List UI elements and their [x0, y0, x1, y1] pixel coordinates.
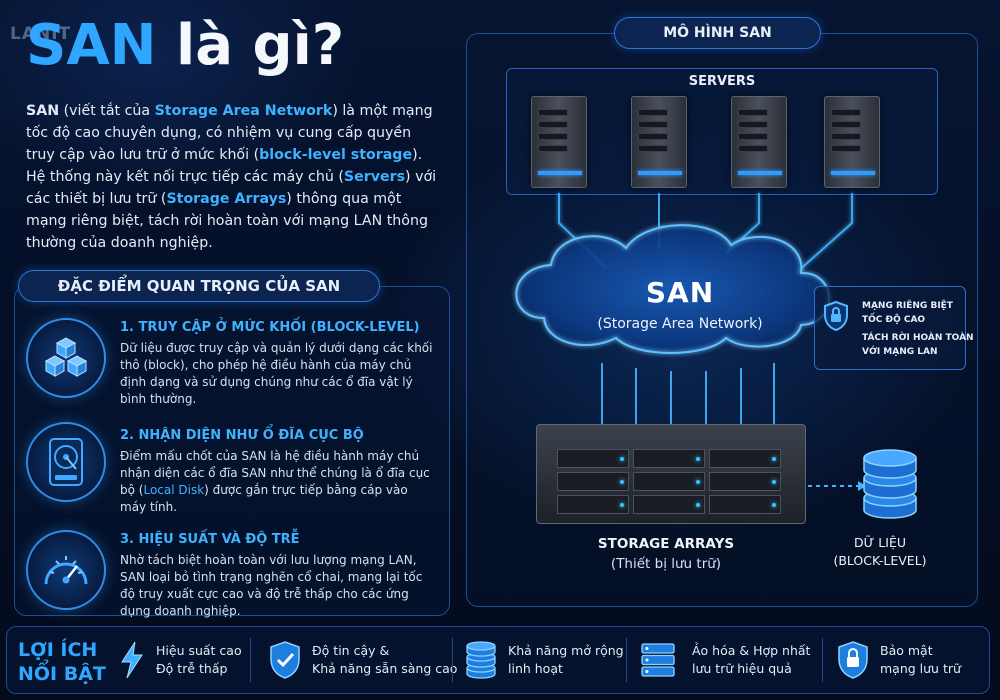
- note-line-2: TỐC ĐỘ CAO: [862, 315, 926, 325]
- divider: [250, 638, 251, 682]
- brand-logo: LANIT: [10, 24, 72, 44]
- page-title: SAN là gì?: [26, 13, 345, 78]
- intro-highlight: Storage Area Network: [154, 103, 333, 119]
- intro-text: ) thông qua một mạng riêng biệt, tách rờ…: [26, 191, 428, 251]
- database-cylinder-icon: [860, 446, 920, 524]
- san-cloud-subtitle: (Storage Area Network): [597, 316, 763, 332]
- features-title: ĐẶC ĐIỂM QUAN TRỌNG CỦA SAN: [18, 270, 380, 302]
- divider: [626, 638, 627, 682]
- intro-text: ) với các thiết bị lưu trữ (: [26, 169, 437, 207]
- note-line-4: VỚI MẠNG LAN: [862, 347, 938, 357]
- cubes-icon: [26, 318, 106, 398]
- database-icon: [464, 640, 498, 684]
- data-label: DỮ LIỆU(BLOCK-LEVEL): [833, 535, 927, 568]
- shield-lock-icon: [822, 300, 850, 336]
- benefit-2-text: Độ tin cậy &Khả năng sẵn sàng cao: [312, 643, 458, 676]
- server-3: [731, 96, 787, 188]
- san-model-title: MÔ HÌNH SAN: [614, 17, 821, 49]
- divider: [822, 638, 823, 682]
- intro-text: ). Hệ thống này kết nối trực tiếp các má…: [26, 147, 423, 185]
- feature-1-heading: 1. TRUY CẬP Ở MỨC KHỐI (BLOCK-LEVEL): [120, 320, 420, 335]
- intro-text: ) là một mạng tốc độ cao chuyên dụng, có…: [26, 103, 433, 163]
- san-cloud-title: SAN: [645, 276, 715, 309]
- shield-check-icon: [268, 640, 302, 684]
- server-1: [531, 96, 587, 188]
- server-2: [631, 96, 687, 188]
- intro-highlight: Storage Arrays: [166, 191, 287, 207]
- intro-highlight: block-level storage: [259, 147, 413, 163]
- storage-arrays-sublabel: (Thiết bị lưu trữ): [610, 556, 722, 572]
- benefits-bar: [6, 626, 990, 694]
- note-line-3: TÁCH RỜI HOÀN TOÀN: [862, 333, 974, 343]
- server-rack-icon: [640, 642, 676, 682]
- feature-2-text: Điểm mấu chốt của SAN là hệ điều hành má…: [120, 449, 430, 514]
- storage-array: [536, 424, 806, 524]
- lock-shield-icon: [836, 640, 870, 684]
- feature-2-heading: 2. NHẬN DIỆN NHƯ Ổ ĐĨA CỤC BỘ: [120, 428, 364, 443]
- feature-1-text: Dữ liệu được truy cập và quản lý dưới dạ…: [120, 341, 433, 406]
- feature-3-heading: 3. HIỆU SUẤT VÀ ĐỘ TRỄ: [120, 532, 300, 547]
- intro-paragraph: SAN (viết tắt của Storage Area Network) …: [26, 100, 441, 254]
- note-line-1: MẠNG RIÊNG BIỆT: [862, 301, 953, 311]
- intro-text: (viết tắt của: [59, 103, 155, 119]
- intro-text: SAN: [26, 103, 60, 119]
- storage-arrays-label: STORAGE ARRAYS: [597, 536, 735, 552]
- san-connections: [514, 193, 866, 491]
- hard-disk-icon: [26, 422, 106, 502]
- lightning-icon: [118, 640, 146, 684]
- intro-highlight: Servers: [343, 169, 406, 185]
- feature-3-text: Nhờ tách biệt hoàn toàn với lưu lượng mạ…: [120, 553, 423, 618]
- servers-label: SERVERS: [688, 74, 756, 89]
- speedometer-icon: [26, 530, 106, 610]
- divider: [452, 638, 453, 682]
- server-4: [824, 96, 880, 188]
